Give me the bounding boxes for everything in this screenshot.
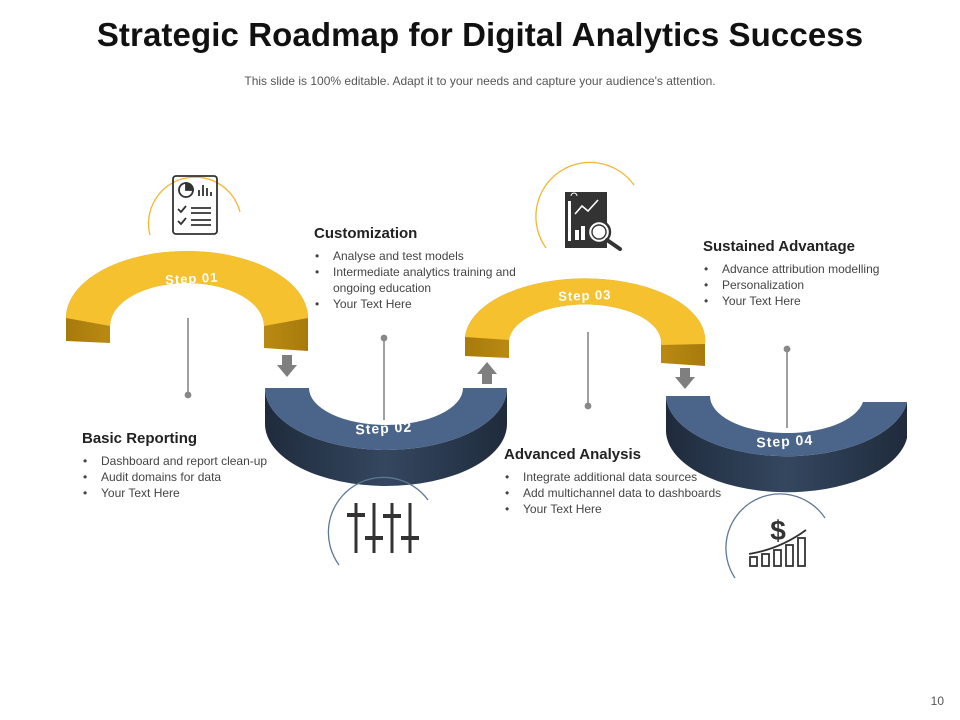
icon-circle-1	[147, 175, 241, 236]
list-item: Your Text Here	[703, 293, 933, 309]
connector-3	[584, 332, 592, 410]
connector-2	[380, 334, 388, 420]
step-03-text-block: Advanced Analysis Integrate additional d…	[504, 446, 734, 517]
icon-circle-3	[535, 161, 635, 251]
step-02-text-block: Customization Analyse and test models In…	[314, 225, 534, 312]
step-01-arc: Step 01	[66, 251, 308, 351]
page-number: 10	[930, 694, 944, 708]
step-04-bullet-list: Advance attribution modelling Personaliz…	[703, 261, 933, 309]
icon-ring-1	[147, 176, 241, 236]
slide-title: Strategic Roadmap for Digital Analytics …	[96, 16, 864, 53]
step-04-label: Step 04	[756, 432, 814, 451]
list-item: Your Text Here	[82, 485, 302, 501]
up-arrow-icon	[477, 362, 497, 384]
connector-4	[783, 345, 791, 428]
list-item: Dashboard and report clean-up	[82, 453, 302, 469]
step-02-arc: Step 02	[265, 388, 507, 486]
step-02-heading: Customization	[314, 225, 418, 242]
step-03-heading: Advanced Analysis	[504, 446, 641, 463]
analytics-magnifier-icon	[565, 192, 622, 251]
slide-subtitle: This slide is 100% editable. Adapt it to…	[244, 74, 716, 88]
step-04-heading: Sustained Advantage	[703, 238, 855, 255]
step-01-bullet-list: Dashboard and report clean-up Audit doma…	[82, 453, 302, 501]
svg-text:$: $	[770, 515, 786, 546]
list-item: Integrate additional data sources	[504, 469, 734, 485]
step-02-bullet-list: Analyse and test models Intermediate ana…	[314, 248, 534, 312]
list-item: Personalization	[703, 277, 933, 293]
step-01-heading: Basic Reporting	[82, 430, 198, 447]
connector-1	[184, 318, 192, 399]
list-item: Analyse and test models	[314, 248, 534, 264]
list-item: Your Text Here	[504, 501, 734, 517]
report-checklist-icon	[172, 175, 218, 235]
step-01-label: Step 01	[165, 270, 219, 288]
list-item: Your Text Here	[314, 296, 534, 312]
down-arrow-icon	[277, 355, 297, 377]
list-item: Advance attribution modelling	[703, 261, 933, 277]
list-item: Add multichannel data to dashboards	[504, 485, 734, 501]
step-03-bullet-list: Integrate additional data sources Add mu…	[504, 469, 734, 517]
step-01-text-block: Basic Reporting Dashboard and report cle…	[82, 430, 302, 501]
step-03-label: Step 03	[558, 287, 612, 304]
icon-circle-4: $	[725, 493, 826, 579]
icon-circle-2	[327, 476, 429, 566]
step-04-text-block: Sustained Advantage Advance attribution …	[703, 238, 933, 309]
step-02-label: Step 02	[355, 419, 413, 438]
down-arrow-icon	[675, 368, 695, 389]
list-item: Intermediate analytics training and ongo…	[314, 264, 534, 296]
icon-ring-3	[535, 161, 635, 249]
icon-ring-2	[327, 476, 429, 566]
icon-ring-4	[725, 493, 826, 579]
list-item: Audit domains for data	[82, 469, 302, 485]
equalizer-sliders-icon	[347, 503, 419, 553]
dollar-growth-icon: $	[748, 515, 807, 567]
